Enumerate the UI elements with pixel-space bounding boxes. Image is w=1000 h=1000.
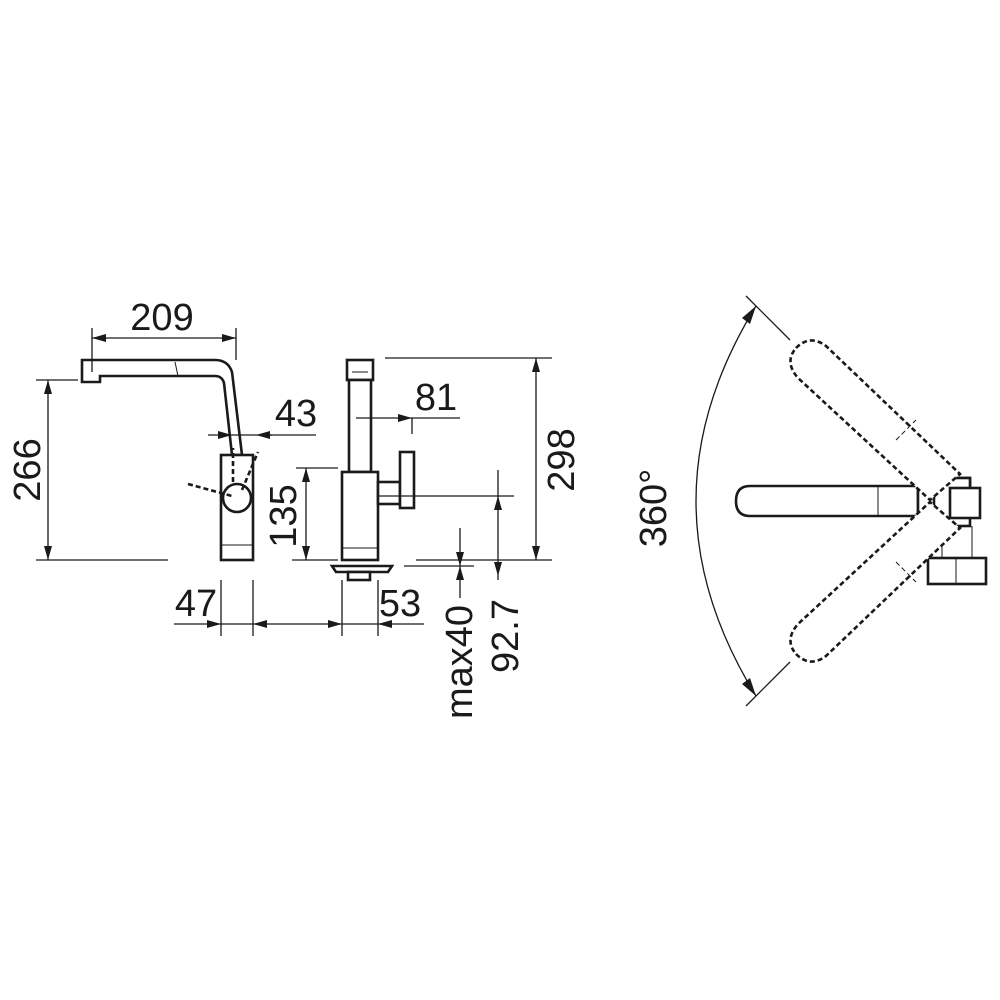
dim-spout-reach: 209 <box>91 297 237 372</box>
dim-offset-side: 92.7 <box>378 470 527 673</box>
dim-base-to-lever: 135 <box>263 467 338 561</box>
dim-total-height: 266 <box>7 379 168 561</box>
top-view-faucet <box>734 339 988 663</box>
dim-counter-thickness: max40 <box>404 528 481 719</box>
dim-label-81: 81 <box>415 377 457 419</box>
dim-label-298: 298 <box>541 428 583 491</box>
dim-swivel-angle: 360° <box>633 295 791 707</box>
dim-lever-base-offset: 47 <box>174 580 300 636</box>
dim-label-209: 209 <box>130 297 193 339</box>
dim-label-max40: max40 <box>439 605 481 719</box>
dim-lever-offset: 43 <box>208 393 317 439</box>
dim-label-266: 266 <box>7 438 49 501</box>
dim-label-135: 135 <box>263 484 305 547</box>
dim-lever-reach: 81 <box>356 377 460 434</box>
dim-label-92-7: 92.7 <box>485 599 527 673</box>
dim-base-width: 53 <box>300 580 424 636</box>
dim-label-53: 53 <box>379 583 421 625</box>
front-view-faucet <box>329 358 416 582</box>
dim-max-height: 298 <box>385 357 583 561</box>
dim-label-43: 43 <box>275 393 317 435</box>
side-view-faucet <box>80 358 260 562</box>
dim-label-47: 47 <box>175 583 217 625</box>
dim-label-360: 360° <box>633 469 675 548</box>
